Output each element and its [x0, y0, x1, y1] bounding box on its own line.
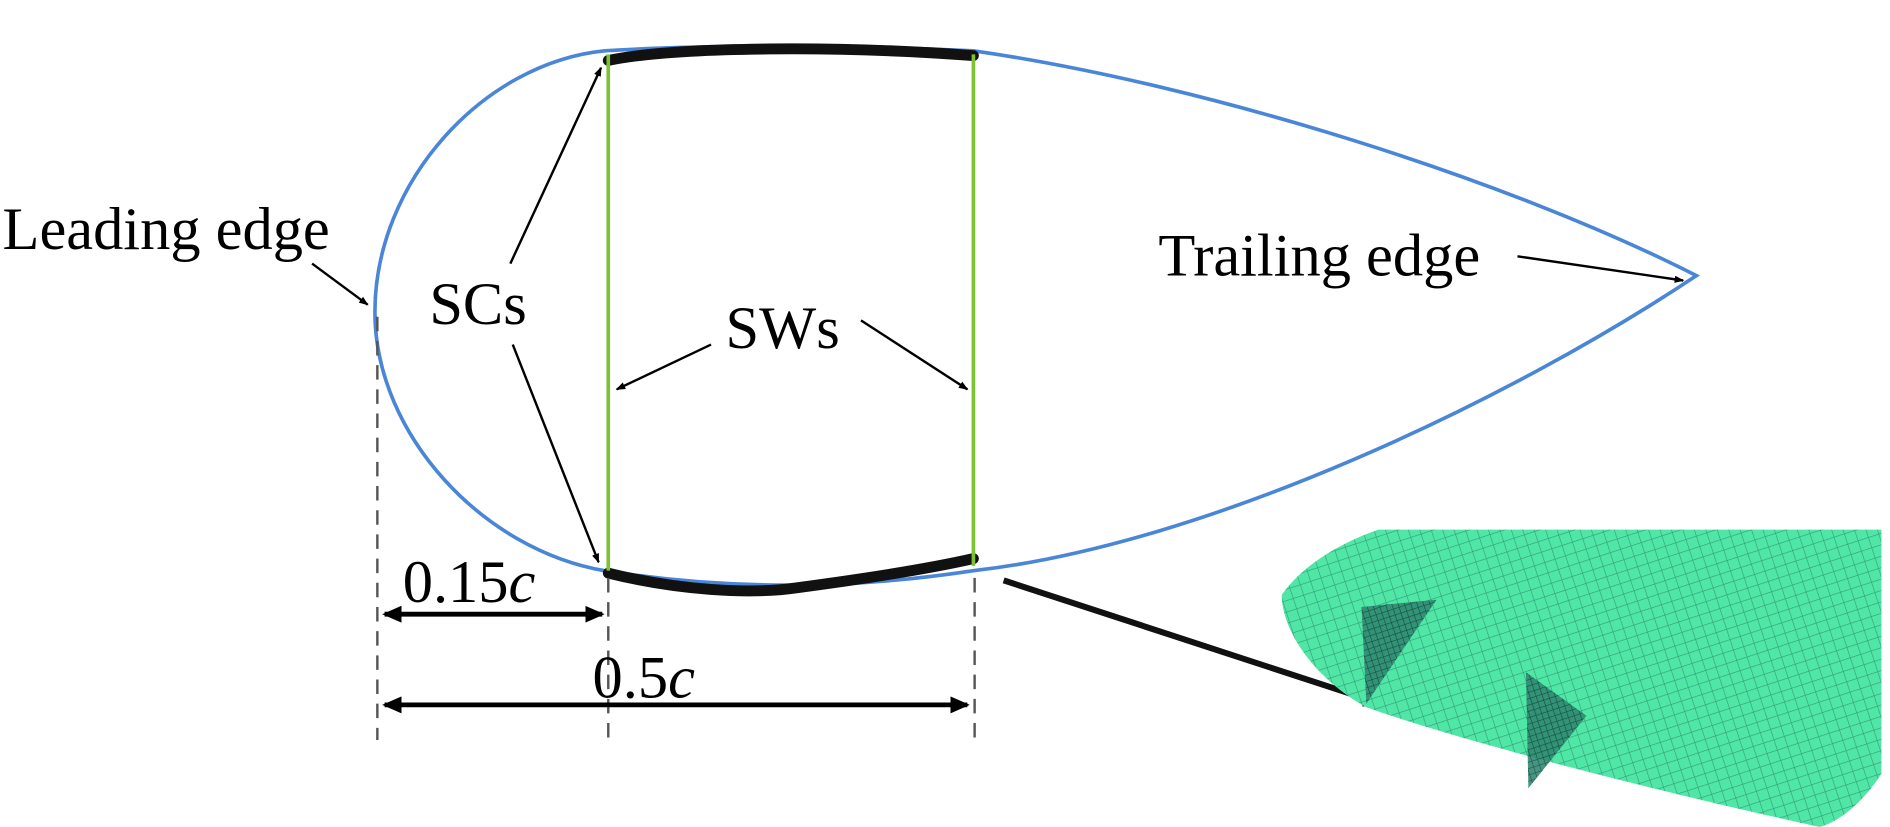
- leading-edge-arrow: [311, 262, 369, 306]
- leading-edge-label: Leading edge: [3, 196, 330, 263]
- shear-webs-label: SWs: [726, 295, 840, 362]
- spar-caps-label: SCs: [429, 271, 526, 338]
- spar-cap-arrow-bottom: [511, 344, 600, 564]
- mesh-pointer-arrow: [1002, 577, 1384, 707]
- shear-web-arrow-front: [615, 343, 712, 391]
- spar-cap-arrow-top: [509, 66, 603, 265]
- spar-cap-top: [602, 43, 979, 66]
- trailing-edge-arrow: [1517, 255, 1685, 283]
- dimension-label-0-5c: 0.5c: [593, 645, 696, 712]
- trailing-edge-label: Trailing edge: [1158, 223, 1480, 290]
- spar-cap-bottom: [602, 553, 979, 597]
- mesh-shear-web-rear: [1525, 672, 1587, 789]
- mesh-shear-web-front: [1361, 599, 1437, 704]
- shear-web-arrow-rear: [860, 319, 969, 391]
- dimension-label-0-15c: 0.15c: [403, 549, 536, 616]
